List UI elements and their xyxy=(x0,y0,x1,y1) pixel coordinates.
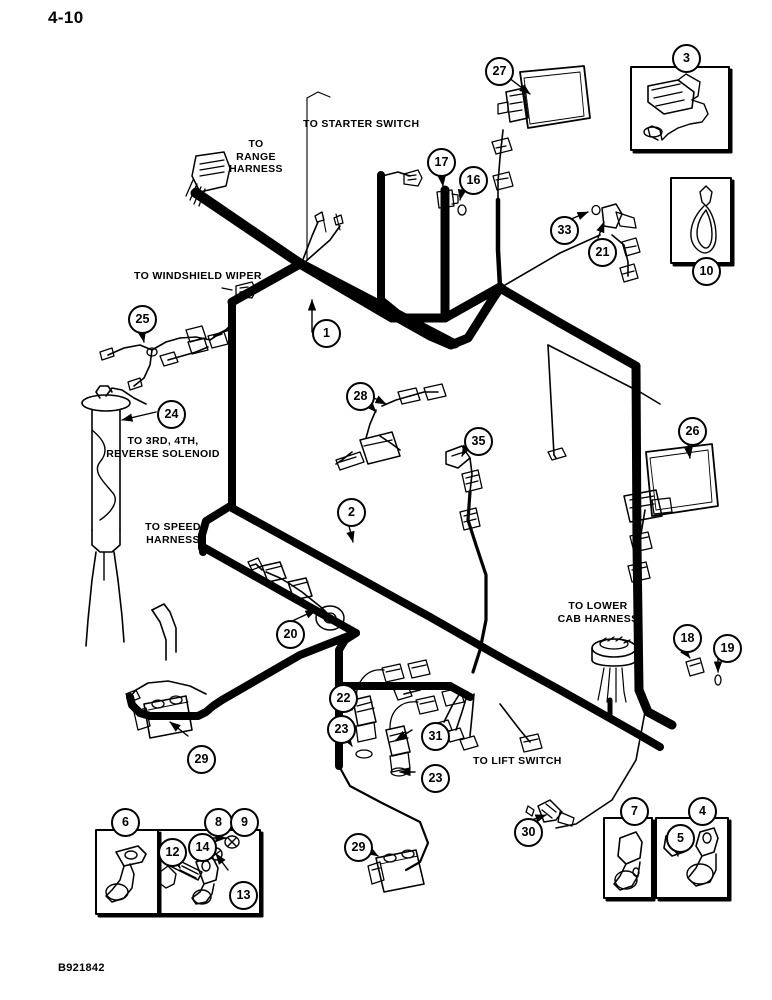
balloon-22[interactable]: 22 xyxy=(329,684,358,713)
balloon-27[interactable]: 27 xyxy=(485,57,514,86)
caption-to-reverse-solenoid: TO 3RD, 4TH, REVERSE SOLENOID xyxy=(106,435,220,460)
balloon-12[interactable]: 12 xyxy=(158,838,187,867)
caption-to-speed-harness: TO SPEED HARNESS xyxy=(145,521,201,546)
figure-code: B921842 xyxy=(58,962,105,974)
balloon-6[interactable]: 6 xyxy=(111,808,140,837)
balloon-9[interactable]: 9 xyxy=(230,808,259,837)
balloon-24[interactable]: 24 xyxy=(157,400,186,429)
balloon-30[interactable]: 30 xyxy=(514,818,543,847)
balloon-21[interactable]: 21 xyxy=(588,238,617,267)
balloon-19[interactable]: 19 xyxy=(713,634,742,663)
caption-to-lower-cab-harness: TO LOWER CAB HARNESS xyxy=(557,600,639,625)
balloon-35[interactable]: 35 xyxy=(464,427,493,456)
balloon-13[interactable]: 13 xyxy=(229,881,258,910)
caption-to-lift-switch: TO LIFT SWITCH xyxy=(473,755,562,767)
balloon-23b[interactable]: 23 xyxy=(421,764,450,793)
balloon-18[interactable]: 18 xyxy=(673,624,702,653)
balloon-26[interactable]: 26 xyxy=(678,417,707,446)
balloon-3[interactable]: 3 xyxy=(672,44,701,73)
balloon-29b[interactable]: 29 xyxy=(344,833,373,862)
balloon-1[interactable]: 1 xyxy=(312,319,341,348)
balloon-7[interactable]: 7 xyxy=(620,797,649,826)
caption-to-windshield-wiper: TO WINDSHIELD WIPER xyxy=(134,270,262,282)
balloon-29a[interactable]: 29 xyxy=(187,745,216,774)
balloon-31[interactable]: 31 xyxy=(421,722,450,751)
balloon-20[interactable]: 20 xyxy=(276,620,305,649)
caption-to-range-harness: TO RANGE HARNESS xyxy=(229,138,283,175)
balloon-28[interactable]: 28 xyxy=(346,382,375,411)
balloon-14[interactable]: 14 xyxy=(188,833,217,862)
balloon-5[interactable]: 5 xyxy=(666,824,695,853)
page-number: 4-10 xyxy=(48,8,84,27)
balloon-23a[interactable]: 23 xyxy=(327,715,356,744)
balloon-25[interactable]: 25 xyxy=(128,305,157,334)
balloon-4[interactable]: 4 xyxy=(688,797,717,826)
balloon-8[interactable]: 8 xyxy=(204,808,233,837)
balloon-2[interactable]: 2 xyxy=(337,498,366,527)
balloon-33[interactable]: 33 xyxy=(550,216,579,245)
balloon-10[interactable]: 10 xyxy=(692,257,721,286)
balloon-16[interactable]: 16 xyxy=(459,166,488,195)
caption-to-starter-switch: TO STARTER SWITCH xyxy=(303,118,420,130)
balloon-17[interactable]: 17 xyxy=(427,148,456,177)
